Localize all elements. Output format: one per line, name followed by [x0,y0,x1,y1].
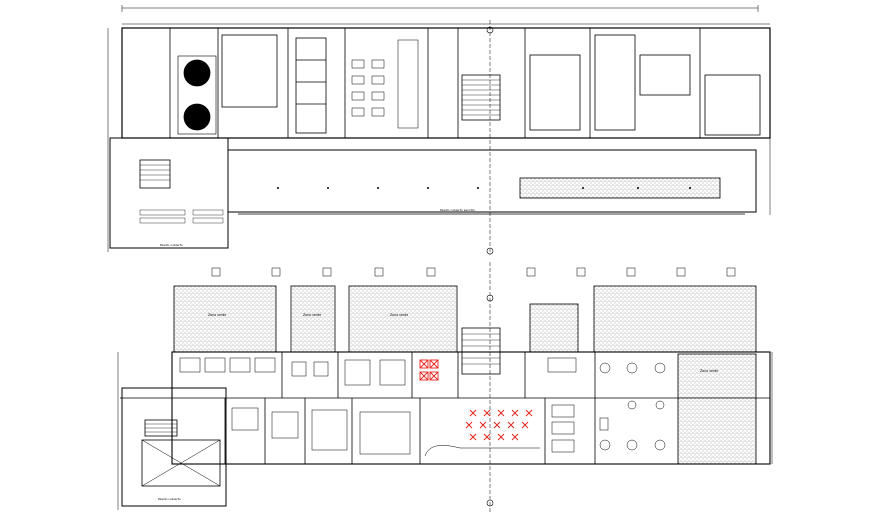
upper-floor-plan [107,5,771,255]
hatched-room-label-3: Zona verde [390,313,408,317]
upper-corridor-note: Pasillo cubierto sencillo [440,208,475,212]
lower-stair-note: Pasillo cubierto [158,497,181,501]
hatched-room-label-2: Zona verde [303,313,321,317]
lower-floor-plan [117,262,773,512]
upper-stair-note: Pasillo cubierto [160,243,183,247]
hatched-room-label-4: Zona verde [700,369,718,373]
hatched-room-label-1: Zona verde [208,313,226,317]
